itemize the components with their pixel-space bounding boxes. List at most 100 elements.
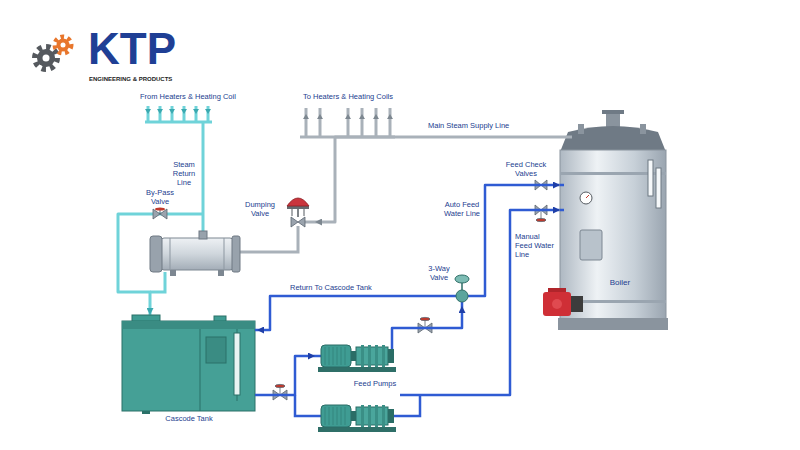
flow-arrow	[169, 109, 175, 114]
boiler-icon	[560, 184, 564, 187]
pipe-label: To Heaters & Heating Coils	[303, 92, 393, 101]
component-name: Dumping Valve	[240, 200, 280, 218]
logo-gears	[43, 55, 50, 62]
feed-pump	[361, 405, 364, 427]
boiler-icon	[606, 112, 620, 128]
feed-pump	[333, 407, 334, 425]
pipe-label: Manual Feed Water Line	[515, 232, 557, 259]
dumping-valve-icon	[304, 221, 315, 224]
pipe-label: Return To Cascode Tank	[288, 283, 374, 292]
logo-gears	[61, 43, 66, 48]
heat-exchanger	[150, 231, 240, 276]
flow-arrow	[317, 114, 323, 119]
discharge-pipe	[392, 306, 462, 335]
feed-pump	[368, 405, 371, 427]
pipe-label: Main Steam Supply Line	[428, 121, 509, 130]
heat-exchanger	[224, 238, 225, 270]
feed-pump	[337, 347, 338, 365]
pipe-valve	[275, 384, 285, 387]
feed-pipe	[295, 395, 315, 416]
boiler-icon	[558, 318, 668, 330]
logo-gears	[57, 39, 70, 52]
boiler-icon	[543, 292, 571, 316]
boiler-icon	[560, 150, 666, 322]
flow-arrow	[181, 109, 187, 114]
feed-pump	[325, 407, 326, 425]
auto-feed-pipe	[475, 185, 560, 296]
dumping-valve-icon	[292, 209, 293, 216]
flow-arrow	[193, 109, 199, 114]
feed-pump	[318, 367, 396, 372]
boiler-icon	[656, 168, 661, 208]
boiler-icon	[560, 209, 564, 212]
feed-check-valve	[541, 210, 542, 219]
feed-pump	[382, 345, 385, 367]
suction-pipe	[257, 356, 315, 395]
cascade-tank-icon	[237, 329, 238, 333]
feed-pump	[315, 355, 321, 358]
feed-pump	[315, 405, 400, 432]
heat-exchanger	[199, 231, 207, 239]
steam-supply-pipe	[240, 108, 395, 252]
three-way-valve-icon	[425, 295, 456, 298]
flow-arrow	[145, 109, 211, 114]
feed-pump	[345, 347, 346, 365]
three-way-valve-icon	[456, 290, 468, 302]
component-name: By-Pass Valve	[142, 188, 178, 206]
component-name: Cascode Tank	[164, 414, 214, 423]
logo-gears	[37, 49, 55, 67]
heat-exchanger	[232, 236, 240, 272]
steam-supply-pipe	[306, 108, 390, 137]
feed-pump	[388, 349, 394, 363]
boiler-icon	[560, 112, 666, 332]
boiler-icon	[560, 126, 666, 152]
flow-arrow	[157, 109, 163, 114]
feed-pipe	[400, 395, 420, 416]
dumping-valve: Dumping Valve	[240, 188, 315, 243]
feed-pump	[315, 335, 396, 372]
flow-arrow	[205, 109, 211, 114]
feed-pump	[368, 345, 371, 367]
feed-pumps: Feed Pumps	[315, 335, 400, 435]
heat-exchanger	[150, 236, 162, 272]
three-way-valve-icon	[468, 295, 475, 298]
flow-arrow	[145, 109, 151, 114]
dumping-valve-icon	[297, 226, 300, 243]
pipe-valve	[273, 317, 432, 400]
steam-return-pipe	[148, 106, 208, 122]
cascade-tank-icon	[122, 321, 255, 411]
logo-tagline: ENGINEERING & PRODUCTS	[89, 75, 172, 83]
feed-pump	[333, 347, 334, 365]
feed-pump	[341, 347, 342, 365]
three-way-valve-icon	[461, 283, 463, 290]
cascade-tank-icon	[142, 411, 150, 414]
heat-exchanger	[218, 270, 224, 276]
feed-pump	[388, 409, 394, 423]
feed-pump	[321, 345, 351, 367]
flow-arrow	[373, 114, 379, 119]
cascade-tank-icon	[255, 394, 257, 397]
steam-return-pipe	[150, 272, 165, 292]
feed-pump	[329, 407, 330, 425]
boiler-icon	[580, 192, 592, 204]
pipe-label: From Heaters & Heating Coil	[140, 92, 236, 101]
feed-pump	[345, 407, 346, 425]
feed-pump	[394, 415, 400, 418]
feed-pump	[351, 411, 356, 421]
boiler-icon	[648, 160, 653, 196]
feed-pump	[337, 407, 338, 425]
feed-pump	[341, 407, 342, 425]
cascade-tank-icon	[122, 321, 255, 329]
boiler: Boiler	[560, 112, 666, 332]
logo-gears	[35, 47, 57, 69]
steam-return-pipe	[202, 122, 205, 236]
logo-wordmark: KTP	[88, 26, 176, 72]
three-way-valve-icon	[455, 275, 469, 283]
valve-body	[291, 217, 305, 227]
flow-arrow	[359, 114, 365, 119]
feed-pump	[361, 345, 364, 367]
boiler-icon	[602, 110, 624, 114]
manual-feed-pipe	[400, 210, 560, 395]
boiler-icon	[580, 230, 602, 260]
feed-pump	[321, 405, 351, 427]
